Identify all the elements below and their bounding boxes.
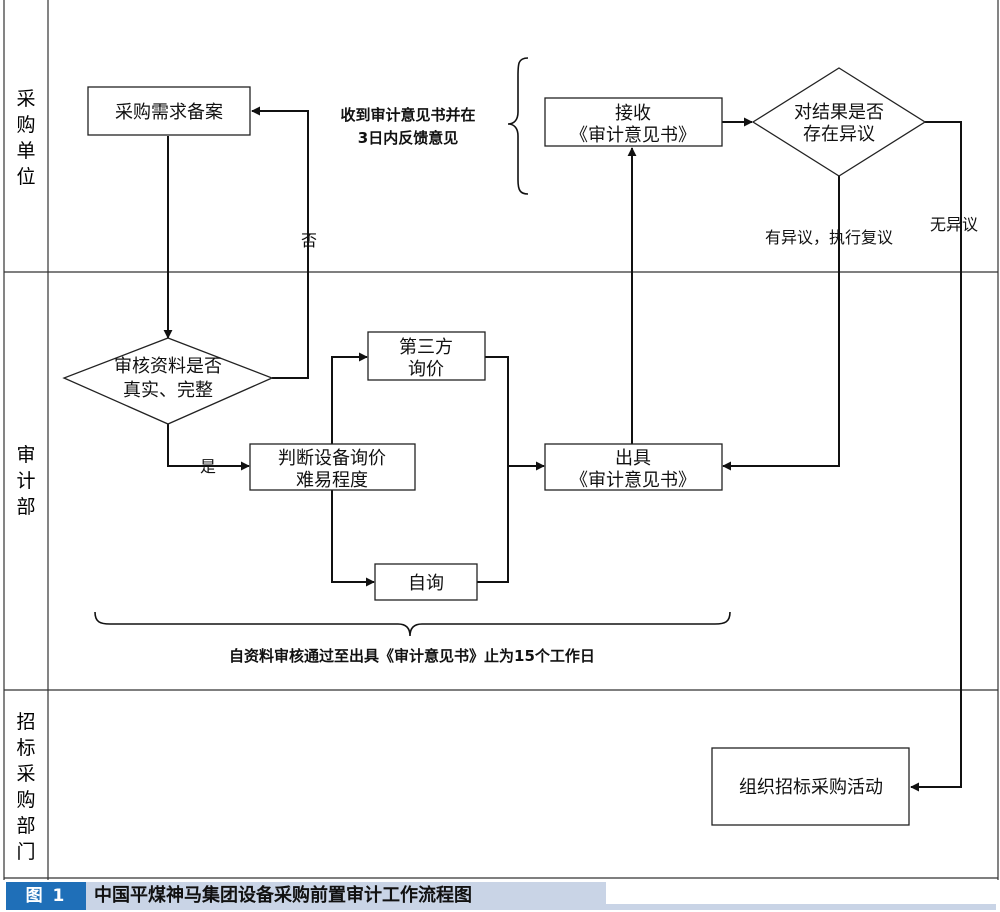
lane-label-char: 位 [16, 166, 35, 188]
node-objection-check-label-2: 存在异议 [803, 124, 875, 145]
flowchart: 采购单位 审计部 招标采购部门 采购需求备案 审核资料是否 真实、完整 判断设备… [3, 0, 999, 880]
node-receive-opinion [544, 97, 723, 147]
edge-label-no-objection: 无异议 [930, 215, 978, 234]
edge-judge-to-third-party [331, 352, 368, 444]
edge-third-party-merge [477, 356, 509, 583]
node-organize-tender [711, 747, 910, 826]
note-feedback-line-1: 收到审计意见书并在 [340, 106, 475, 124]
lane-label-char: 购 [16, 114, 35, 136]
lane-label-char: 采 [16, 763, 35, 785]
node-judge-difficulty [249, 443, 416, 491]
node-review-materials-label-2: 真实、完整 [123, 380, 213, 401]
edge-has-objection [722, 175, 840, 471]
edge-label-yes: 是 [200, 457, 216, 476]
edge-judge-to-self [331, 490, 375, 587]
lane-label-char: 计 [16, 470, 35, 492]
figure-label: 图 1 [6, 882, 86, 910]
lane-label-char: 门 [16, 841, 35, 863]
lane-label-char: 采 [16, 88, 35, 110]
node-review-materials-label-1: 审核资料是否 [114, 356, 222, 377]
lane-label-char: 招 [16, 711, 35, 733]
node-objection-check [751, 67, 927, 177]
edge-review-yes [167, 424, 250, 471]
lane-label-char: 审 [16, 444, 35, 466]
node-issue-opinion-label-1: 出具 [615, 448, 651, 469]
lane-label-char: 单 [16, 140, 35, 162]
lane-label-audit-department: 审计部 [16, 444, 35, 518]
node-objection-check-label-1: 对结果是否 [794, 102, 884, 123]
brace-duration [94, 611, 731, 637]
edge-no-objection [910, 121, 962, 792]
node-judge-difficulty-label-1: 判断设备询价 [278, 448, 386, 469]
edge-review-no [251, 106, 309, 379]
node-purchase-filing-label: 采购需求备案 [115, 102, 223, 123]
figure-caption: 图 1 中国平煤神马集团设备采购前置审计工作流程图 [0, 880, 1000, 912]
lane-label-purchasing-unit: 采购单位 [16, 88, 35, 188]
node-purchase-filing [87, 86, 251, 136]
node-third-party-label-2: 询价 [408, 359, 444, 380]
node-judge-difficulty-label-2: 难易程度 [296, 470, 368, 491]
lane-label-tender-department: 招标采购部门 [16, 711, 35, 863]
note-feedback-line-2: 3日内反馈意见 [358, 129, 458, 147]
node-issue-opinion [544, 443, 723, 491]
caption-bar [86, 882, 606, 910]
node-self-inquiry [374, 563, 478, 601]
figure-title: 中国平煤神马集团设备采购前置审计工作流程图 [94, 885, 472, 906]
lane-label-char: 部 [16, 496, 35, 518]
node-review-materials [62, 337, 274, 425]
node-issue-opinion-label-2: 《审计意见书》 [570, 470, 696, 491]
node-receive-opinion-label-1: 接收 [615, 103, 651, 124]
note-duration: 自资料审核通过至出具《审计意见书》止为15个工作日 [229, 647, 595, 665]
node-organize-tender-label: 组织招标采购活动 [739, 777, 883, 798]
node-self-inquiry-label: 自询 [408, 573, 444, 594]
swimlane-frame [3, 0, 999, 880]
node-third-party [367, 331, 486, 381]
node-third-party-label-1: 第三方 [399, 337, 453, 358]
edge-label-has-objection: 有异议，执行复议 [765, 228, 893, 247]
lane-label-char: 购 [16, 789, 35, 811]
lane-label-char: 标 [16, 737, 35, 759]
edge-label-no: 否 [301, 231, 317, 250]
lane-label-char: 部 [16, 815, 35, 837]
brace-feedback [507, 57, 529, 195]
caption-underline [606, 904, 996, 910]
node-receive-opinion-label-2: 《审计意见书》 [570, 125, 696, 146]
